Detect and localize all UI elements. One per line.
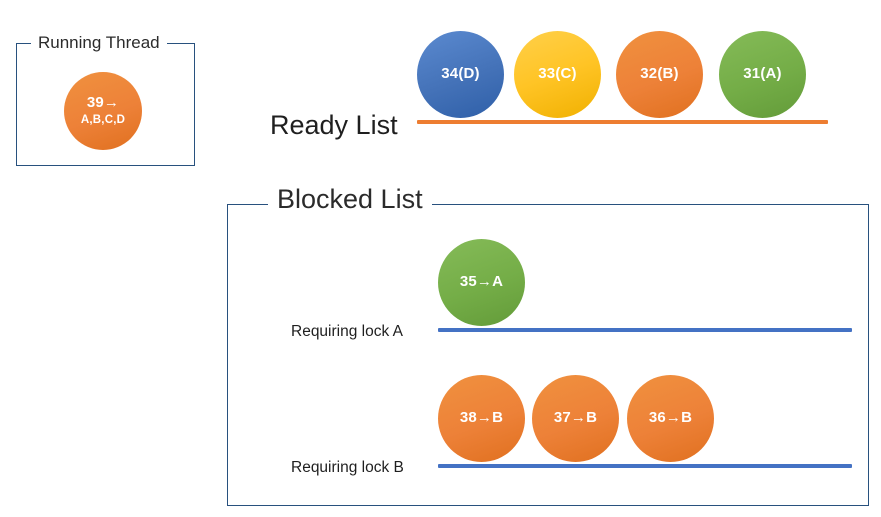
- running-thread-title: Running Thread: [31, 34, 167, 51]
- blocked-node-36[interactable]: 36→B: [627, 375, 714, 462]
- lock-b-baseline: [438, 464, 852, 468]
- node-label-main: 32(B): [640, 65, 679, 83]
- blocked-list-title: Blocked List: [268, 186, 432, 213]
- lock-a-caption: Requiring lock A: [291, 323, 404, 340]
- node-label-main: 35→A: [459, 273, 504, 291]
- blocked-list-box: [227, 204, 869, 506]
- blocked-node-35[interactable]: 35→A: [438, 239, 525, 326]
- lock-a-baseline: [438, 328, 852, 332]
- node-label-main: 31(A): [743, 65, 782, 83]
- blocked-node-38[interactable]: 38→B: [438, 375, 525, 462]
- node-label-main: 34(D): [441, 65, 480, 83]
- node-label-main: 38→B: [459, 409, 504, 427]
- node-label-main: 33(C): [538, 65, 577, 83]
- node-label-main: 39→: [86, 94, 120, 112]
- ready-node-32[interactable]: 32(B): [616, 31, 703, 118]
- ready-node-33[interactable]: 33(C): [514, 31, 601, 118]
- thread-node-39[interactable]: 39→ A,B,C,D: [64, 72, 142, 150]
- blocked-node-37[interactable]: 37→B: [532, 375, 619, 462]
- lock-b-caption: Requiring lock B: [291, 459, 404, 476]
- ready-node-34[interactable]: 34(D): [417, 31, 504, 118]
- node-label-main: 36→B: [648, 409, 693, 427]
- ready-node-31[interactable]: 31(A): [719, 31, 806, 118]
- ready-list-caption: Ready List: [270, 110, 398, 140]
- ready-list-baseline: [417, 120, 828, 124]
- node-label-sub: A,B,C,D: [80, 113, 126, 126]
- node-label-main: 37→B: [553, 409, 598, 427]
